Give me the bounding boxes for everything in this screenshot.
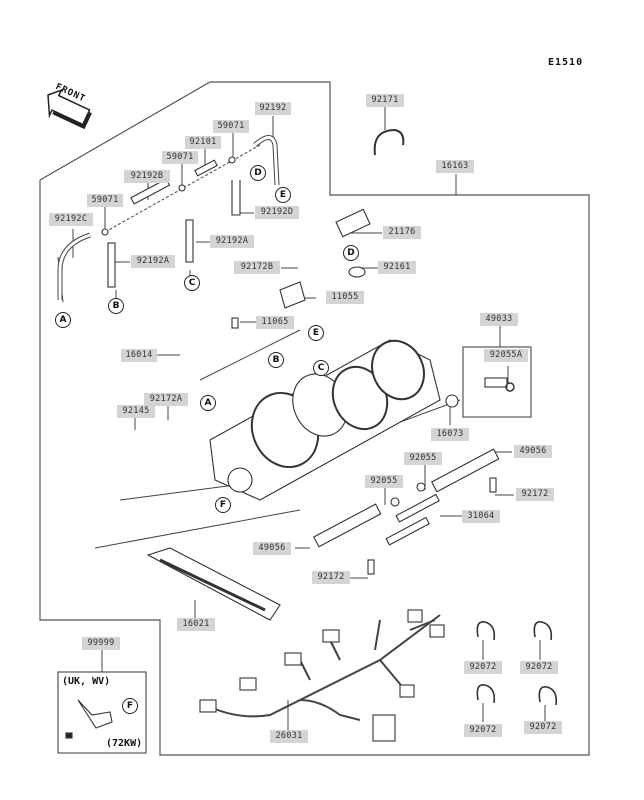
region-note: (UK, WV) <box>62 676 111 687</box>
assembly-frame <box>39 81 590 756</box>
part-label-16014[interactable]: 16014 <box>121 349 157 362</box>
part-label-59071-left[interactable]: 59071 <box>87 194 123 207</box>
part-label-16073[interactable]: 16073 <box>431 428 469 441</box>
part-label-92055-right[interactable]: 92055 <box>404 452 442 465</box>
injector-box <box>462 346 532 418</box>
part-label-92145[interactable]: 92145 <box>117 405 155 418</box>
part-label-92072-2[interactable]: 92072 <box>520 661 558 674</box>
part-label-92101[interactable]: 92101 <box>185 136 221 149</box>
ref-f-kit[interactable]: F <box>122 698 138 714</box>
delivery-pipe-left <box>313 503 382 548</box>
part-label-16163[interactable]: 16163 <box>436 160 474 173</box>
part-label-92172a[interactable]: 92172A <box>144 393 188 406</box>
part-label-16021[interactable]: 16021 <box>177 618 215 631</box>
clamp-92171 <box>373 128 405 156</box>
ref-a-hose[interactable]: A <box>55 312 71 328</box>
part-label-92192b[interactable]: 92192B <box>124 170 170 183</box>
part-label-92172b[interactable]: 92172B <box>234 261 280 274</box>
part-label-49033[interactable]: 49033 <box>480 313 518 326</box>
ref-f-body[interactable]: F <box>215 497 231 513</box>
part-label-92192c[interactable]: 92192C <box>49 213 93 226</box>
part-label-49056-left[interactable]: 49056 <box>253 542 291 555</box>
part-label-59071-top[interactable]: 59071 <box>213 120 249 133</box>
part-label-21176[interactable]: 21176 <box>383 226 421 239</box>
part-label-11065[interactable]: 11065 <box>256 316 294 329</box>
ref-d-sensor[interactable]: D <box>343 245 359 261</box>
part-label-92072-3[interactable]: 92072 <box>464 724 502 737</box>
part-label-92172-right[interactable]: 92172 <box>516 488 554 501</box>
ref-e-hose[interactable]: E <box>275 187 291 203</box>
part-label-11055[interactable]: 11055 <box>326 291 364 304</box>
ref-e-body[interactable]: E <box>308 325 324 341</box>
part-label-92192[interactable]: 92192 <box>255 102 291 115</box>
part-label-92192a-left[interactable]: 92192A <box>131 255 175 268</box>
part-label-92171[interactable]: 92171 <box>366 94 404 107</box>
speed-note: (72KW) <box>106 738 143 749</box>
throttle-body <box>209 339 441 501</box>
ref-b-body[interactable]: B <box>268 352 284 368</box>
part-label-92192a-right[interactable]: 92192A <box>210 235 254 248</box>
ref-c-body[interactable]: C <box>313 360 329 376</box>
part-label-92072-4[interactable]: 92072 <box>524 721 562 734</box>
part-label-92055-left[interactable]: 92055 <box>365 475 403 488</box>
ref-b-hose[interactable]: B <box>108 298 124 314</box>
ref-c-hose[interactable]: C <box>184 275 200 291</box>
part-label-59071-mid[interactable]: 59071 <box>162 151 198 164</box>
delivery-pipe-right <box>431 448 500 493</box>
part-label-49056-right[interactable]: 49056 <box>514 445 552 458</box>
part-label-99999[interactable]: 99999 <box>82 637 120 650</box>
ref-d-hose[interactable]: D <box>250 165 266 181</box>
part-label-26031[interactable]: 26031 <box>270 730 308 743</box>
front-arrow-icon <box>47 88 92 130</box>
part-label-92172-left[interactable]: 92172 <box>312 571 350 584</box>
part-label-92192d[interactable]: 92192D <box>255 206 299 219</box>
part-label-31064[interactable]: 31064 <box>462 510 500 523</box>
part-label-92055a[interactable]: 92055A <box>484 349 528 362</box>
diagram-code: E1510 <box>548 57 584 68</box>
part-label-92161[interactable]: 92161 <box>378 261 416 274</box>
part-label-92072-1[interactable]: 92072 <box>464 661 502 674</box>
ref-a-body[interactable]: A <box>200 395 216 411</box>
